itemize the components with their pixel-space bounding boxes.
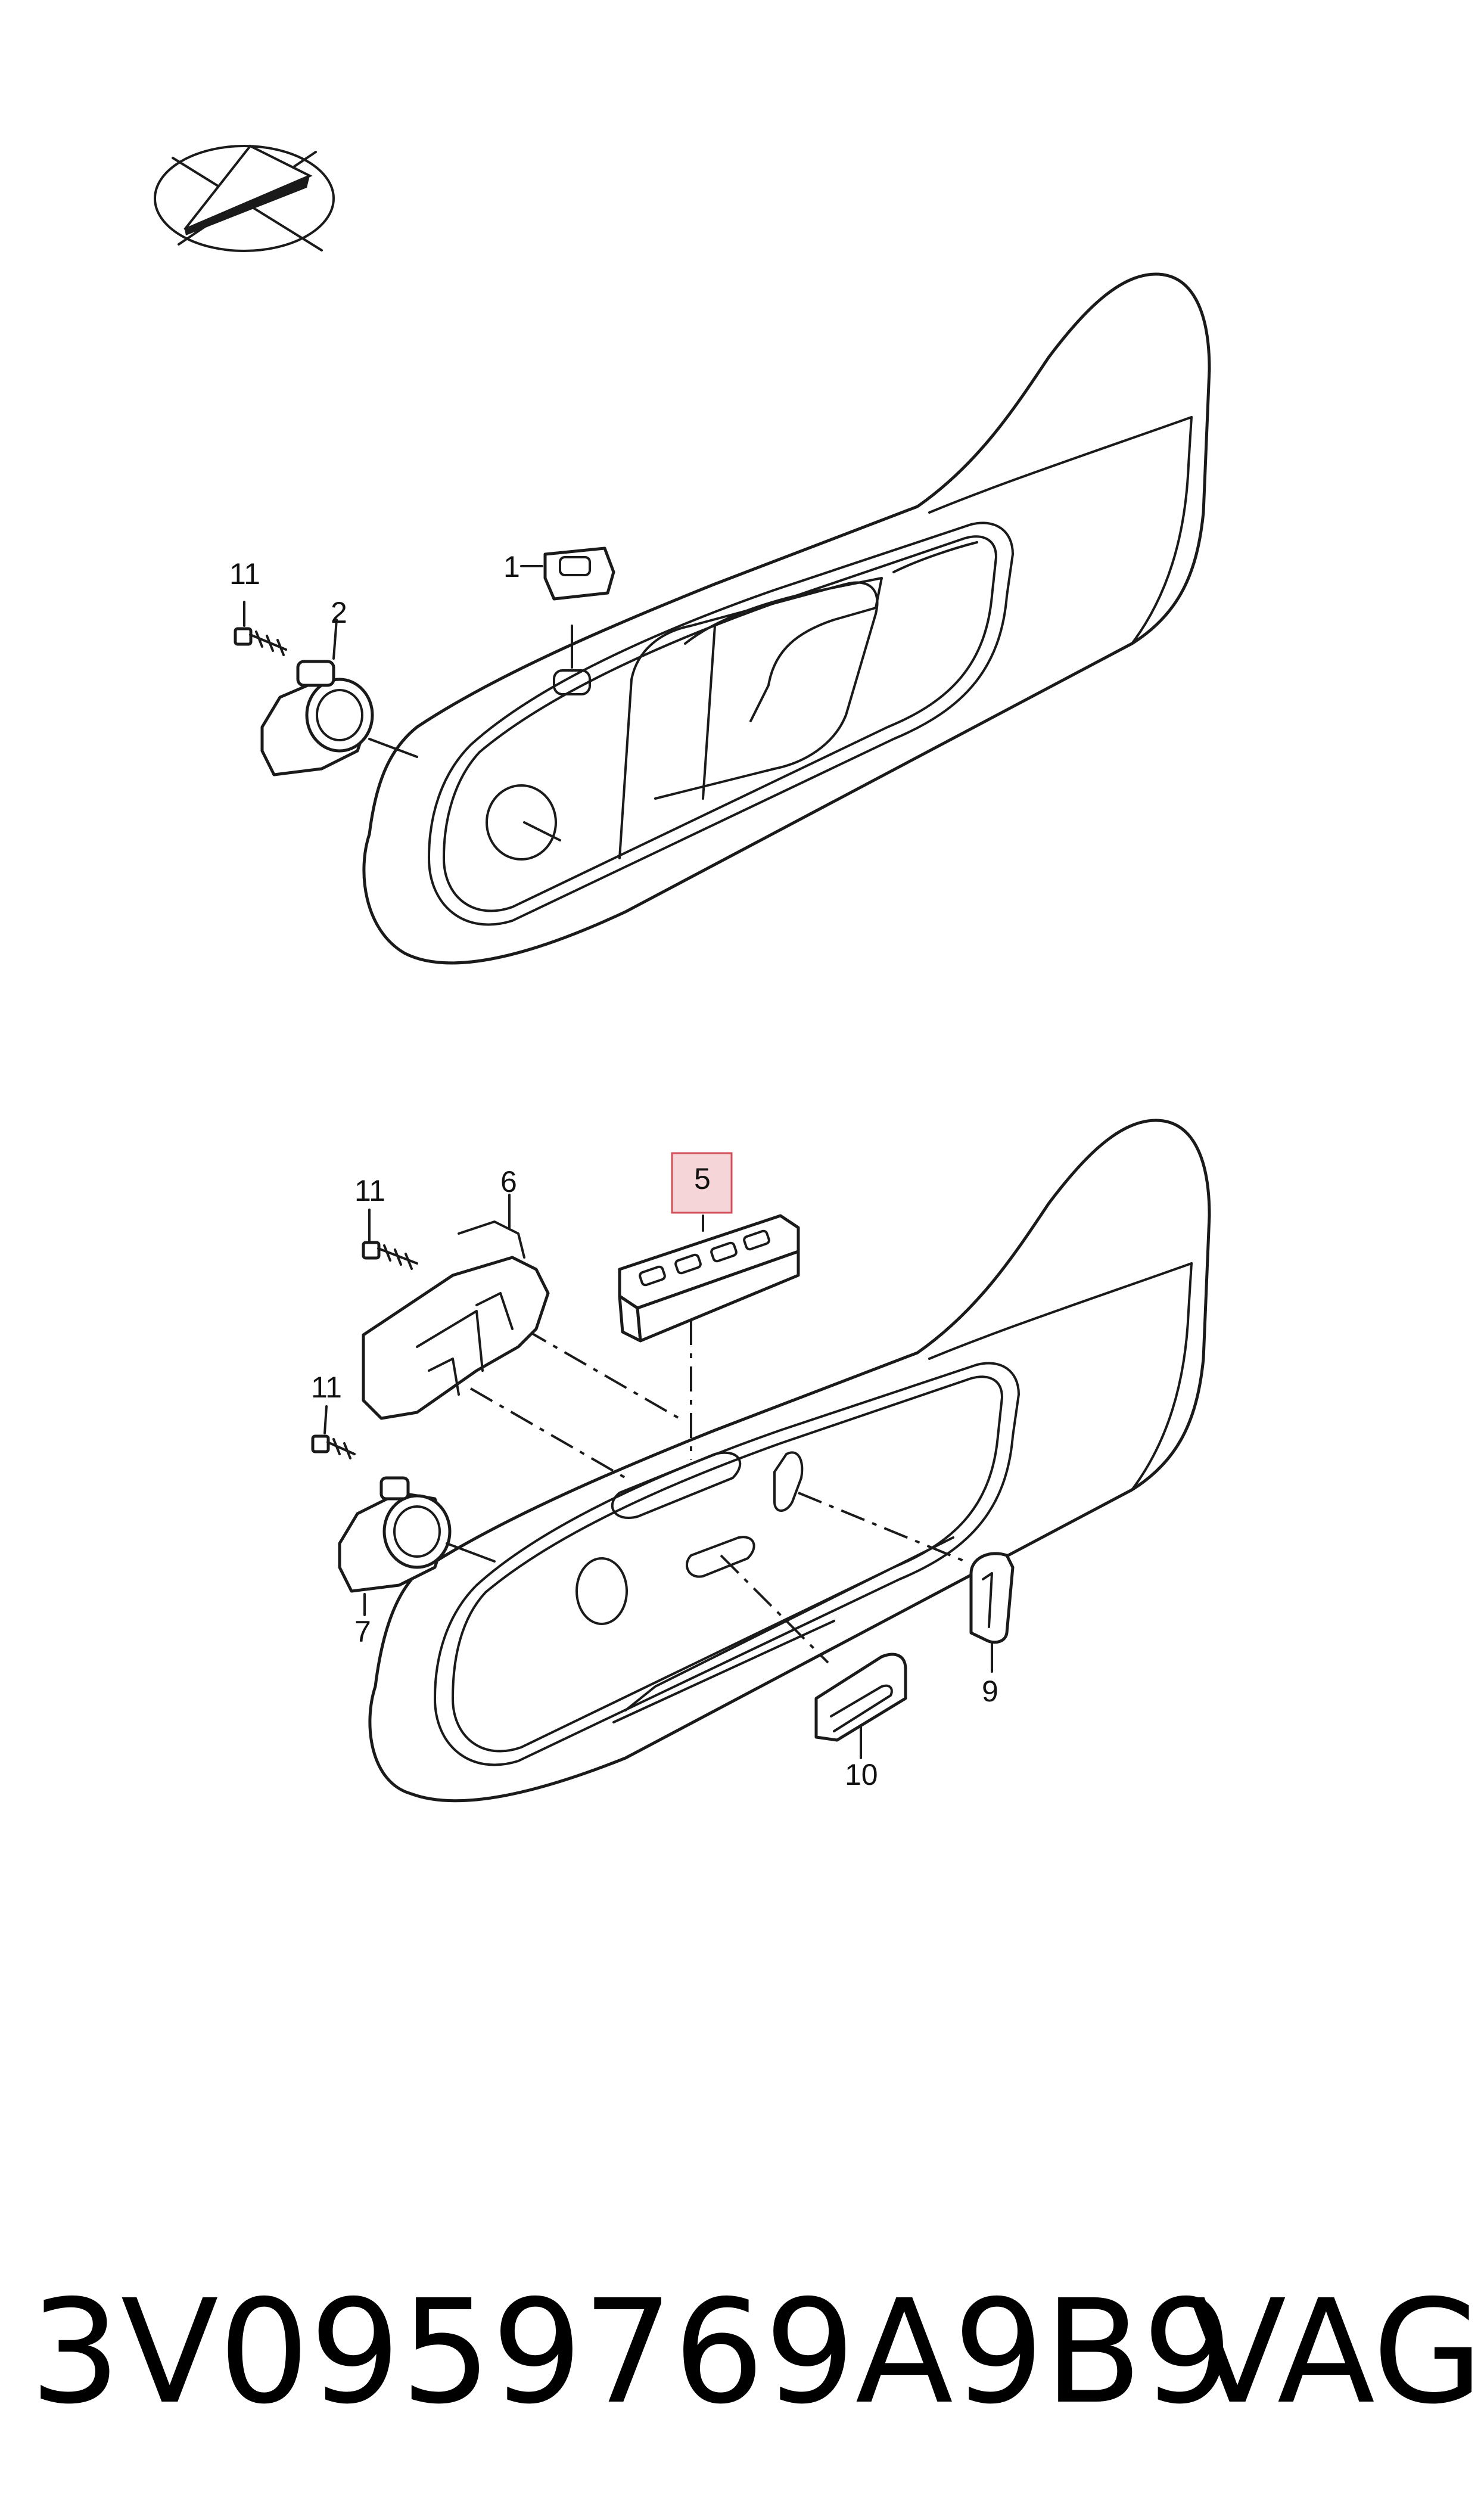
leader-lines bbox=[470, 1320, 966, 1664]
screw-11-top bbox=[234, 601, 287, 656]
callout-11-lower: 11 bbox=[311, 1371, 342, 1404]
callout-6: 6 bbox=[500, 1165, 517, 1198]
part-1-cover-cap bbox=[520, 546, 615, 601]
part-7-switch-module bbox=[338, 1476, 496, 1616]
callout-9: 9 bbox=[982, 1675, 998, 1708]
footer: 3V0959769A9B9 VAG bbox=[30, 2269, 1483, 2436]
pen-nib-logo-icon bbox=[154, 144, 335, 252]
part-number: 3V0959769A9B9 bbox=[30, 2269, 1233, 2436]
callout-5: 5 bbox=[694, 1162, 711, 1195]
part-6-bracket bbox=[362, 1194, 550, 1420]
callout-2: 2 bbox=[331, 596, 347, 629]
seat-trim-top bbox=[362, 272, 1211, 965]
callout-5-highlight bbox=[671, 1152, 733, 1214]
callout-11-upper: 11 bbox=[354, 1174, 385, 1207]
seat-trim-bottom bbox=[368, 1119, 1211, 1803]
screw-11-lower bbox=[311, 1405, 356, 1459]
screw-11-upper bbox=[362, 1209, 418, 1270]
part-9-trim-cap bbox=[969, 1552, 1015, 1673]
callout-11-top: 11 bbox=[229, 557, 260, 591]
callout-10: 10 bbox=[845, 1758, 878, 1791]
brand-label: VAG bbox=[1189, 2269, 1483, 2436]
callout-1: 1 bbox=[503, 550, 520, 583]
part-10-trim-cover bbox=[814, 1653, 907, 1759]
callouts: 1 2 11 5 6 7 9 10 11 11 bbox=[229, 550, 998, 1791]
part-2-switch-module bbox=[260, 619, 418, 776]
part-5-seat-switch bbox=[618, 1214, 800, 1343]
callout-7: 7 bbox=[354, 1615, 371, 1648]
